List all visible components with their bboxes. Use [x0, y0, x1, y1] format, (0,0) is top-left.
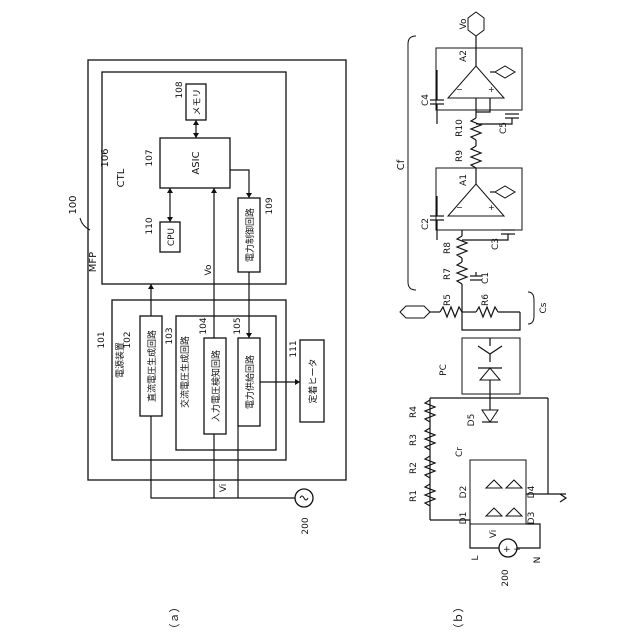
r6-resistor — [476, 307, 498, 317]
asic-ref: 107 — [145, 149, 155, 166]
power-feed-ref: 105 — [233, 317, 243, 334]
a2-reference — [495, 66, 515, 78]
a1-reference — [495, 186, 515, 198]
vo-label-b: Vo — [459, 18, 469, 29]
r10-resistor — [471, 118, 481, 140]
vo-label-a: Vo — [204, 264, 214, 275]
cf-bracket — [408, 36, 416, 290]
vi-source-sign: + − — [503, 545, 521, 555]
c1-label: C1 — [481, 272, 491, 284]
ctl-ref: 106 — [100, 148, 111, 167]
r8-label: R8 — [443, 242, 453, 254]
cr-label: Cr — [455, 447, 465, 457]
r5-terminal — [400, 306, 430, 318]
power-ctrl-ref: 109 — [265, 197, 275, 214]
a1-label: A1 — [459, 174, 469, 186]
r7-label: R7 — [443, 268, 453, 280]
d2-diode — [486, 480, 502, 488]
photocoupler-frame — [462, 338, 520, 394]
caption-b: （ｂ） — [452, 602, 465, 635]
power-ctrl-label: 電力制御回路 — [244, 208, 256, 262]
r2-label: R2 — [409, 462, 419, 474]
ac-gen-label: 交流電圧生成回路 — [179, 336, 191, 408]
r9-resistor — [471, 146, 481, 168]
cpu-ref: 110 — [145, 217, 155, 234]
a2-minus: − — [456, 85, 463, 94]
power-feed-label: 電力供給回路 — [244, 355, 256, 409]
a2-label: A2 — [459, 50, 469, 62]
a1-plus: + — [488, 203, 495, 212]
panel-b: Cf Vo A2 + − C4 R10 C5 R9 — [396, 12, 566, 635]
cs-bracket — [528, 292, 534, 324]
a2-plus: + — [488, 85, 495, 94]
vo-terminal — [468, 12, 484, 36]
d4-label: D4 — [527, 485, 537, 498]
d3-label: D3 — [527, 512, 537, 525]
fixing-heater-ref: 111 — [289, 340, 299, 357]
r5-label: R5 — [443, 294, 453, 306]
vi-label-b: Vi — [489, 530, 499, 538]
c2-label: C2 — [421, 218, 431, 230]
a1-minus: − — [456, 203, 463, 212]
r7-resistor — [457, 262, 467, 284]
d1-diode — [486, 508, 502, 516]
dc-gen-ref: 102 — [123, 331, 133, 348]
memory-ref: 108 — [175, 81, 185, 98]
c5-label: C5 — [499, 122, 509, 134]
ac-gen-ref: 103 — [165, 327, 175, 344]
d5-diode — [482, 410, 498, 422]
r3-label: R3 — [409, 434, 419, 446]
cf-label: Cf — [396, 159, 407, 170]
caption-a: （ａ） — [168, 602, 181, 635]
d3-diode — [506, 508, 522, 516]
asic-label: ASIC — [191, 151, 202, 174]
memory-label: メモリ — [193, 88, 203, 115]
d5-label: D5 — [467, 414, 477, 427]
line-n-label: N — [533, 557, 543, 564]
input-detect-label: 入力電圧検知回路 — [210, 350, 222, 422]
c3-label: C3 — [491, 238, 501, 250]
panel-a: MFP 100 CTL 106 メモリ 108 ASIC 107 CPU 110… — [68, 60, 346, 635]
mfp-label: MFP — [88, 252, 99, 272]
vi-label-a: Vi — [219, 484, 229, 492]
input-detect-ref: 104 — [199, 317, 209, 334]
d4-diode — [506, 480, 522, 488]
source-ref-b: 200 — [501, 569, 511, 586]
ac-source-ref: 200 — [301, 517, 311, 534]
cs-label: Cs — [539, 302, 549, 313]
ground-symbol — [560, 494, 566, 502]
r6-label: R6 — [481, 294, 491, 306]
fixing-heater-label: 定着ヒータ — [307, 358, 319, 403]
power-supply-ref: 101 — [97, 331, 107, 348]
cpu-label: CPU — [167, 228, 177, 246]
r8-resistor — [457, 236, 467, 258]
c4-label: C4 — [421, 94, 431, 106]
r4-label: R4 — [409, 406, 419, 418]
mfp-ref: 100 — [68, 195, 79, 214]
r10-label: R10 — [455, 119, 465, 137]
dc-gen-label: 直流電圧生成回路 — [146, 330, 158, 402]
r5-resistor — [440, 307, 462, 317]
d2-label: D2 — [459, 486, 469, 499]
r1-label: R1 — [409, 490, 419, 502]
pc-led — [480, 368, 500, 380]
line-l-label: L — [471, 555, 481, 560]
ctl-label: CTL — [116, 168, 127, 187]
d1-label: D1 — [459, 512, 469, 525]
r9-label: R9 — [455, 150, 465, 162]
pc-label: PC — [439, 364, 449, 376]
